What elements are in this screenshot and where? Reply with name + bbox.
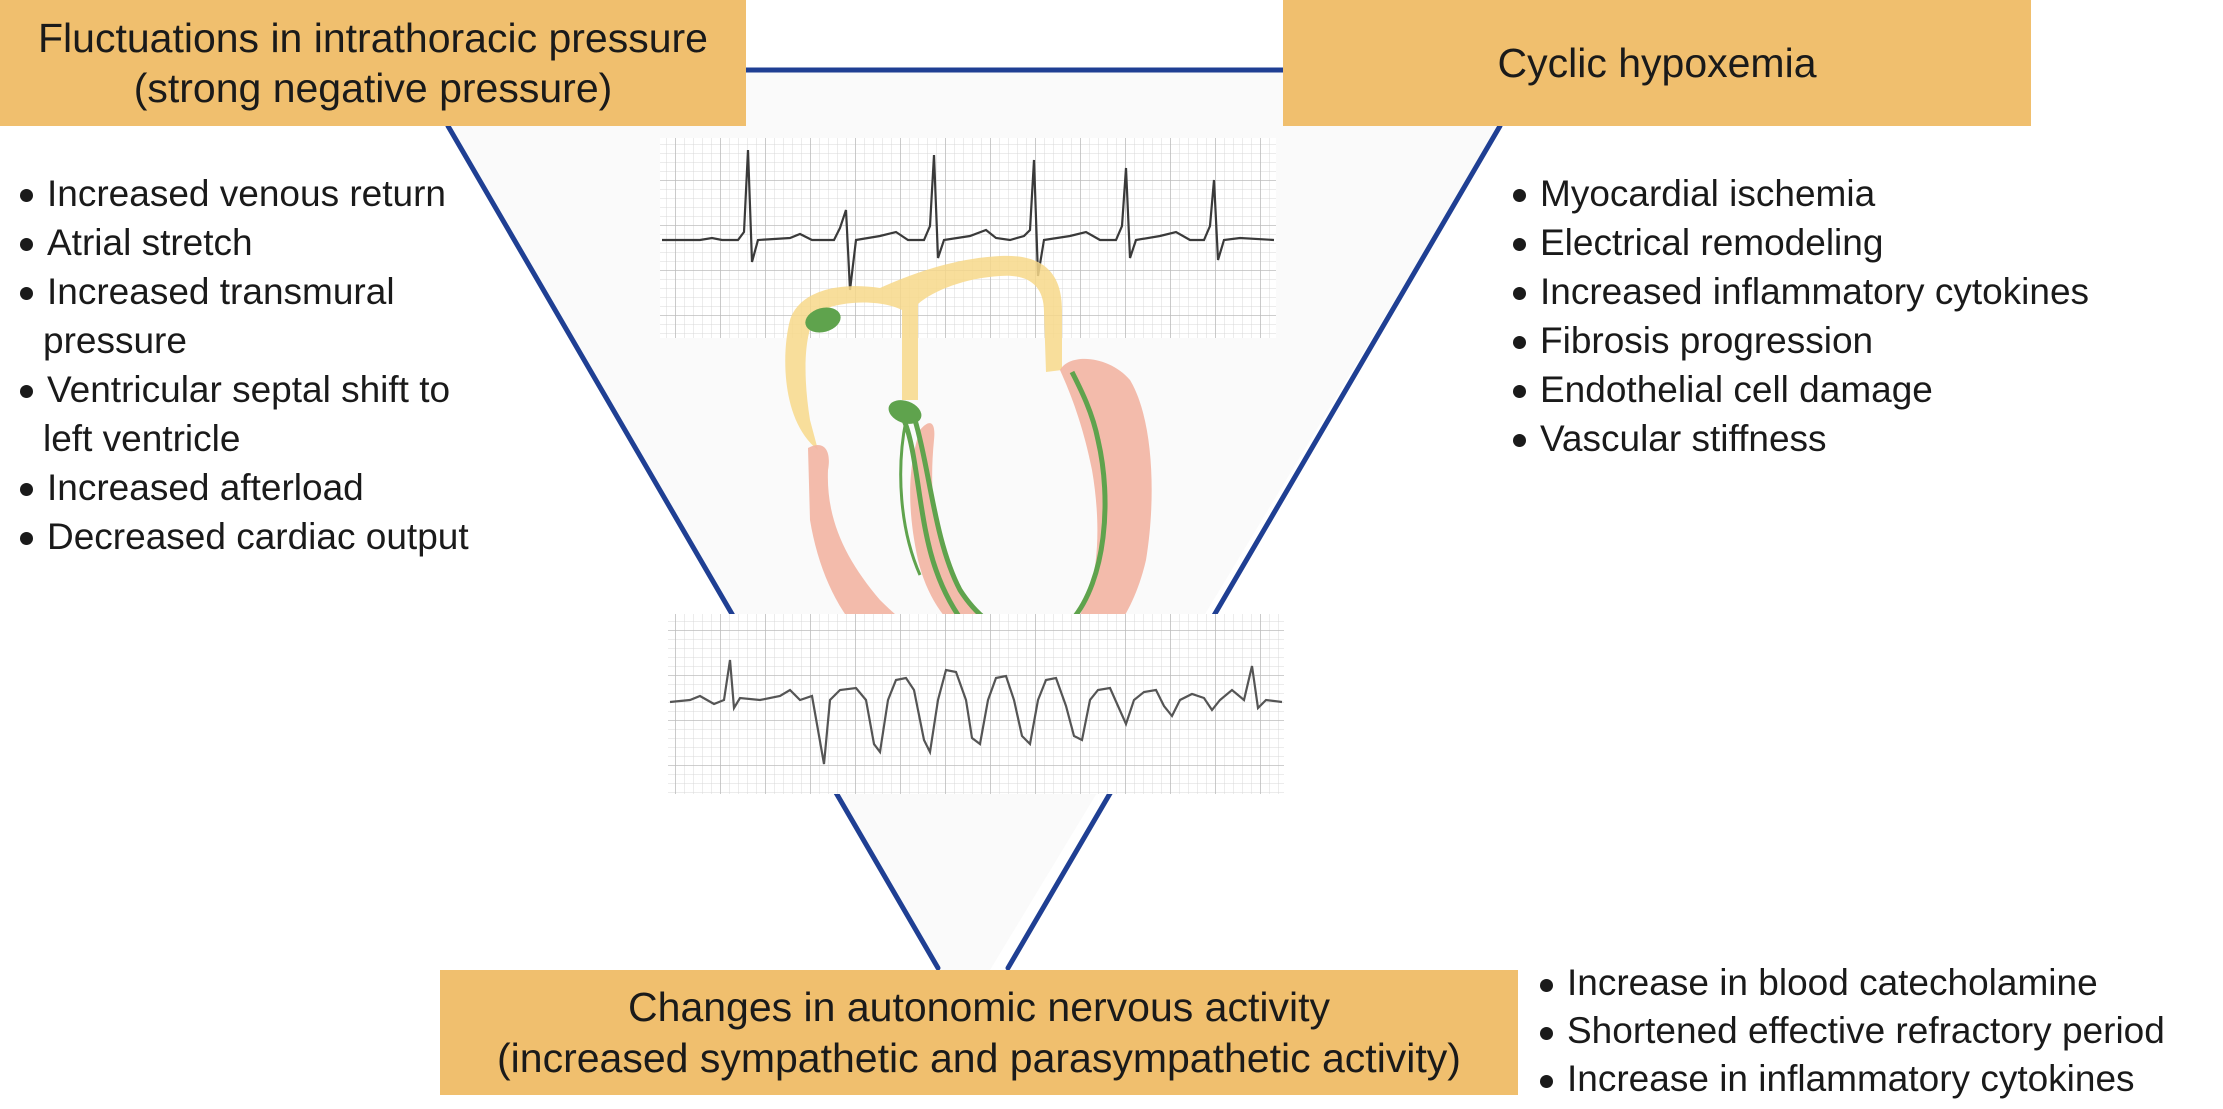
cyclic-hypoxemia-title: Cyclic hypoxemia (1497, 39, 1817, 86)
list-item: Ventricular septal shift to (17, 365, 537, 414)
triangle-outline (445, 67, 1503, 971)
autonomic-effects-list: Increase in blood catecholamine Shortene… (1537, 959, 2223, 1103)
intrathoracic-pressure-title: Fluctuations in intrathoracic pressure (38, 14, 708, 61)
list-item-continuation: left ventricle (43, 418, 241, 459)
list-item: Shortened effective refractory period (1537, 1007, 2223, 1055)
list-item: Increased inflammatory cytokines (1510, 267, 2200, 316)
list-item: Decreased cardiac output (17, 512, 537, 561)
autonomic-activity-subtitle: (increased sympathetic and parasympathet… (497, 1034, 1461, 1081)
intrathoracic-pressure-box: Fluctuations in intrathoracic pressure (… (0, 0, 746, 126)
list-item: Atrial stretch (17, 218, 537, 267)
list-item: Fibrosis progression (1510, 316, 2200, 365)
list-item: Vascular stiffness (1510, 414, 2200, 463)
intrathoracic-pressure-subtitle: (strong negative pressure) (133, 65, 613, 111)
list-item: Increase in inflammatory cytokines (1537, 1055, 2223, 1103)
autonomic-activity-title: Changes in autonomic nervous activity (628, 984, 1330, 1031)
list-item: Increased afterload (17, 463, 537, 512)
list-item: Myocardial ischemia (1510, 169, 2200, 218)
intrathoracic-pressure-effects-list: Increased venous return Atrial stretch I… (17, 169, 537, 561)
ecg-strip-atrial-fibrillation (668, 614, 1284, 794)
autonomic-activity-box: Changes in autonomic nervous activity (i… (440, 970, 1518, 1095)
list-item: Increase in blood catecholamine (1537, 959, 2223, 1007)
list-item: Electrical remodeling (1510, 218, 2200, 267)
list-item: Endothelial cell damage (1510, 365, 2200, 414)
list-item: Increased transmural (17, 267, 537, 316)
list-item: Increased venous return (17, 169, 537, 218)
cyclic-hypoxemia-box: Cyclic hypoxemia (1283, 0, 2031, 126)
hypoxemia-effects-list: Myocardial ischemia Electrical remodelin… (1510, 169, 2200, 463)
ecg-strip-sinus-rhythm (660, 138, 1276, 338)
list-item-continuation: pressure (43, 320, 187, 361)
